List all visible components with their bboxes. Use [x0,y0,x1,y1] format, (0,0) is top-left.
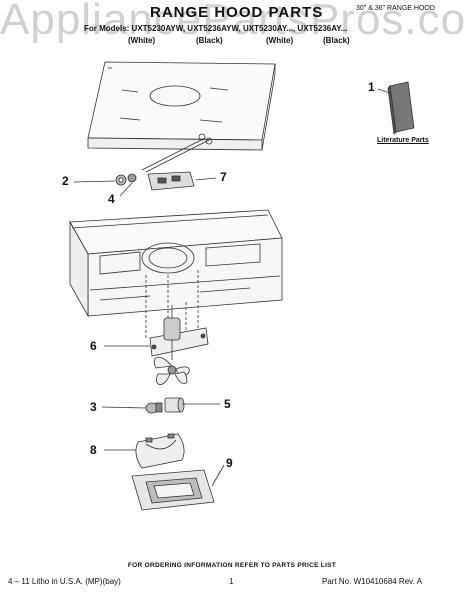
callout-5: 5 [224,397,231,411]
color-label-3: (White) [266,36,294,45]
hood-body [69,209,283,318]
callout-lines [73,88,391,487]
literature-book [387,81,415,135]
page-number: 1 [229,577,234,586]
literature-parts-label: Literature Parts [377,137,429,144]
nut-part [115,173,137,186]
callout-3: 3 [90,400,97,414]
model-type: 30" & 36" RANGE HOOD [356,5,435,12]
litho-info: 4 – 11 Litho in U.S.A. (MP)(bay) [8,577,121,586]
color-label-2: (Black) [196,36,223,45]
cover-part [164,397,185,413]
callout-6: 6 [90,339,97,353]
callout-1: 1 [368,80,375,94]
switch-box-part [147,171,195,191]
motor-assembly-part [149,305,209,360]
callout-7: 7 [220,170,227,184]
wire-harness [141,133,213,173]
light-lens-part [135,433,185,469]
grease-filter-part [131,469,215,511]
watermark: AppliancePartsPros.com [0,0,464,44]
callout-2: 2 [62,174,69,188]
callout-8: 8 [90,443,97,457]
ordering-info: FOR ORDERING INFORMATION REFER TO PARTS … [127,562,337,569]
fan-blade-part [153,356,190,385]
part-number: Part No. W10410684 Rev. A [322,577,422,586]
color-label-4: (Black) [323,36,350,45]
callout-9: 9 [226,456,233,470]
knob-part [145,402,163,414]
callout-4: 4 [108,192,115,206]
page-title: RANGE HOOD PARTS [150,4,324,21]
color-label-1: (White) [128,36,156,45]
hood-top-panel [87,61,276,151]
model-list: For Models: UXT5230AYW, UXT5236AYW, UXT5… [84,24,348,33]
